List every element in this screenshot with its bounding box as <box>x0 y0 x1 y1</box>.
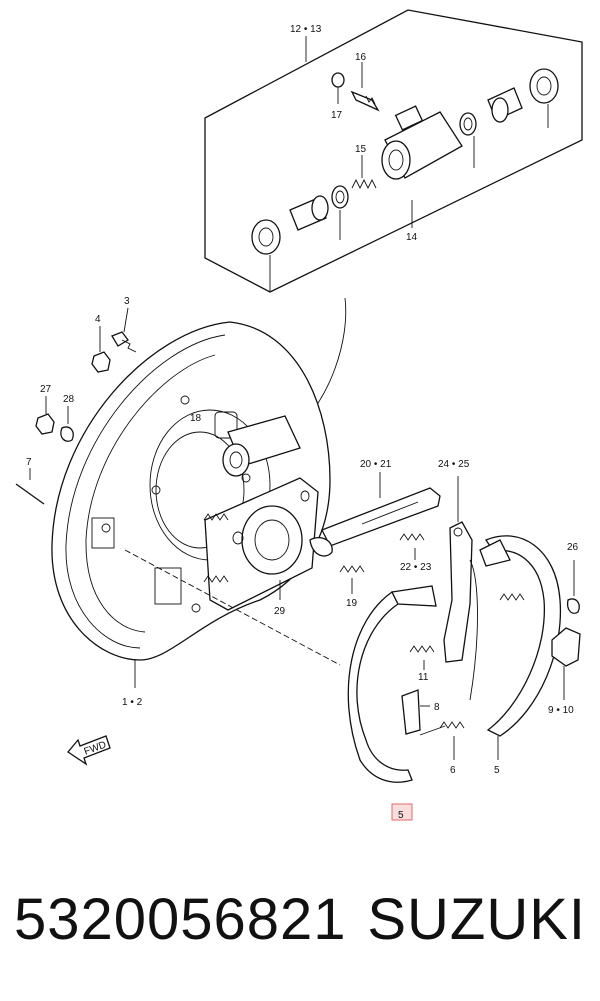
highlighted-callout-box <box>391 803 413 821</box>
callout-11: 11 <box>418 672 429 683</box>
callout-18: 18 <box>190 413 202 424</box>
callout-15: 15 <box>355 144 367 155</box>
callout-12-13: 12 • 13 <box>290 24 322 35</box>
callout-16: 16 <box>355 52 367 63</box>
callout-27: 27 <box>40 384 52 395</box>
adjuster-plate <box>203 477 319 611</box>
part-number: 5320056821 <box>14 887 347 952</box>
callout-20-21: 20 • 21 <box>360 459 392 470</box>
callout-7: 7 <box>26 457 32 468</box>
exploded-parts-diagram: FWD 12 • 13 16 17 15 14 3 4 27 28 7 18 2… <box>15 9 583 821</box>
callout-8: 8 <box>434 702 440 713</box>
forward-arrow-icon: FWD <box>67 735 111 766</box>
callout-5-rear: 5 <box>494 765 500 776</box>
adjuster-strut <box>443 476 473 663</box>
callout-1-2: 1 • 2 <box>122 697 143 708</box>
callout-6: 6 <box>450 765 456 776</box>
wheel-cylinder-group <box>204 9 583 293</box>
parking-brake-lever <box>309 472 441 557</box>
fwd-label: FWD <box>83 740 108 758</box>
callout-14: 14 <box>406 232 418 243</box>
mounted-wheel-cylinder <box>222 415 301 477</box>
callout-9-10: 9 • 10 <box>548 705 574 716</box>
callout-19: 19 <box>346 598 358 609</box>
brake-shoe-front <box>347 585 437 783</box>
callout-28: 28 <box>63 394 75 405</box>
callout-4: 4 <box>95 314 101 325</box>
callout-24-25: 24 • 25 <box>438 459 470 470</box>
callout-29: 29 <box>274 606 286 617</box>
fasteners <box>15 307 137 505</box>
footer-banner: 5320056821 SUZUKI <box>0 880 600 980</box>
brand-name: SUZUKI <box>367 887 586 952</box>
retainer-clips <box>551 560 581 700</box>
springs <box>339 533 525 760</box>
callout-17: 17 <box>331 110 343 121</box>
callout-22-23: 22 • 23 <box>400 562 432 573</box>
callout-3: 3 <box>124 296 130 307</box>
callout-5-front: 5 <box>398 810 404 821</box>
callout-26: 26 <box>567 542 579 553</box>
brake-shoe-rear <box>469 535 562 760</box>
